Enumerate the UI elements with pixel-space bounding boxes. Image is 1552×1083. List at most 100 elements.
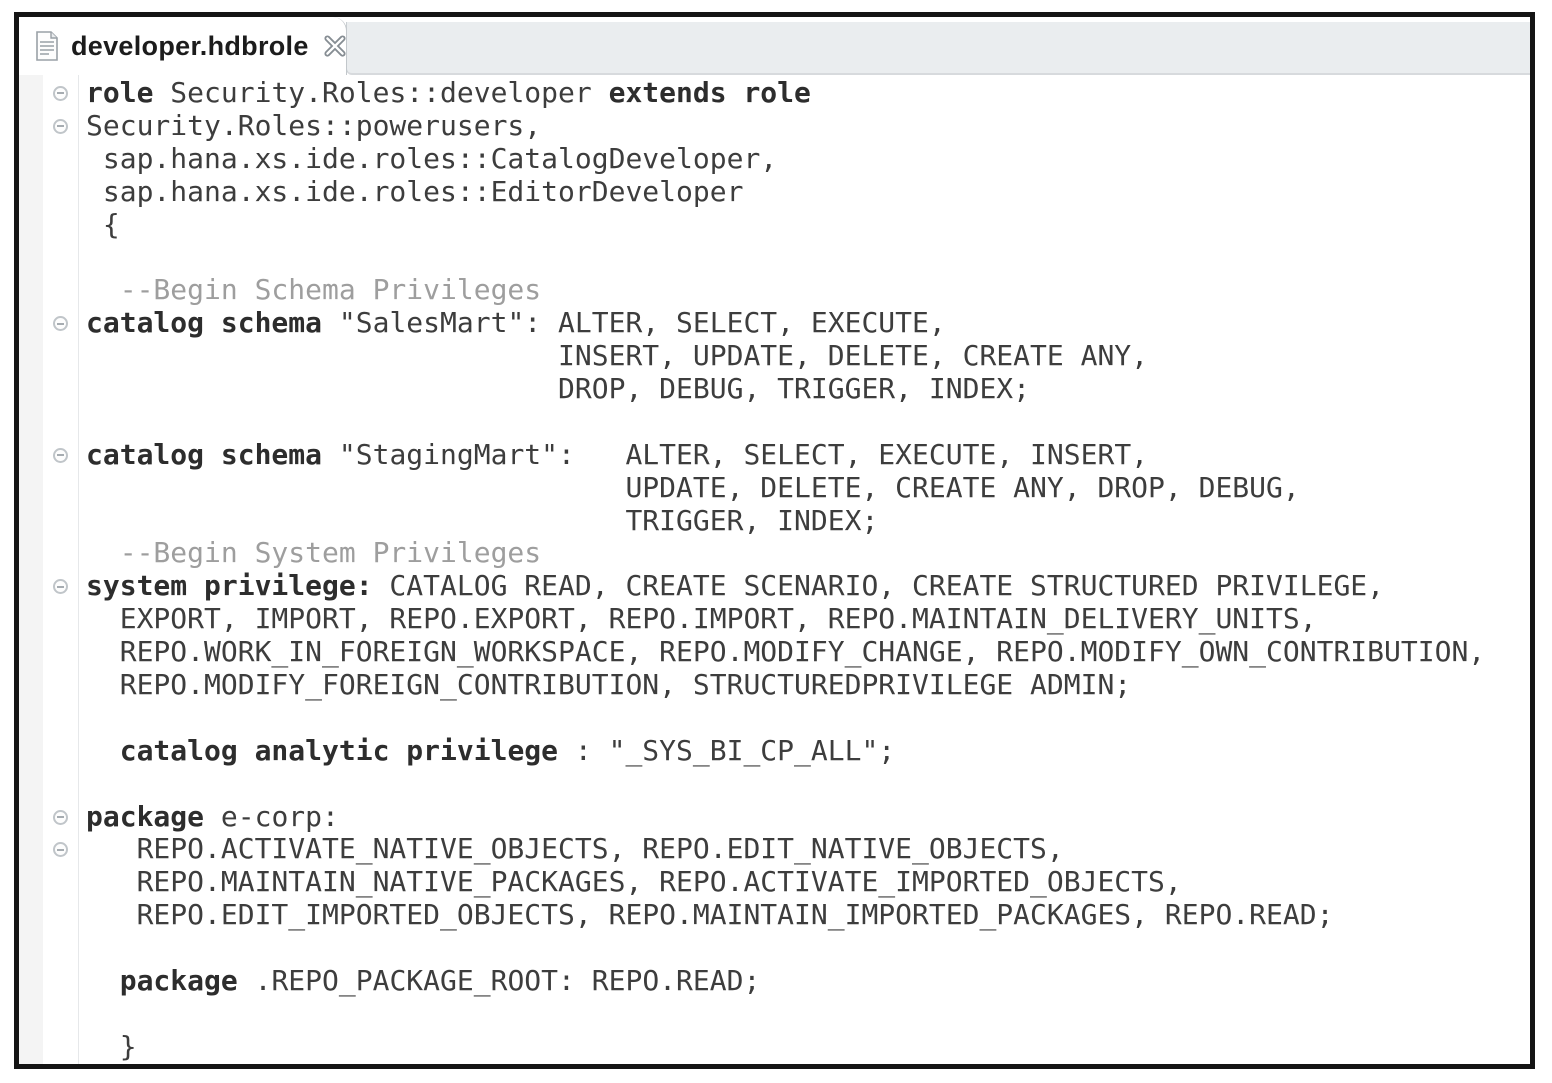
gutter-row (43, 505, 78, 538)
gutter-row (43, 965, 78, 998)
fold-collapse-icon[interactable] (53, 118, 68, 134)
tab-bar: developer.hdbrole (19, 17, 1530, 75)
keyword-token: catalog analytic privilege (119, 733, 559, 767)
code-line[interactable]: catalog schema "SalesMart": ALTER, SELEC… (86, 306, 1530, 340)
code-line[interactable] (86, 241, 1530, 274)
fold-collapse-icon[interactable] (53, 809, 68, 825)
fold-collapse-icon[interactable] (53, 85, 68, 101)
code-token: REPO.MODIFY_FOREIGN_CONTRIBUTION, STRUCT… (86, 668, 1132, 702)
code-line[interactable] (86, 406, 1530, 439)
code-token: sap.hana.xs.ide.roles::EditorDeveloper (86, 174, 744, 208)
gutter-row (43, 110, 78, 143)
code-token: e-corp: (204, 799, 339, 833)
code-line[interactable]: EXPORT, IMPORT, REPO.EXPORT, REPO.IMPORT… (86, 602, 1530, 636)
gutter-row (43, 1031, 78, 1064)
code-line[interactable] (86, 998, 1530, 1031)
gutter-row (43, 209, 78, 242)
code-line[interactable]: sap.hana.xs.ide.roles::CatalogDeveloper, (86, 142, 1530, 176)
gutter-row (43, 570, 78, 603)
code-line[interactable] (86, 932, 1530, 965)
code-line[interactable]: { (86, 207, 1530, 242)
code-line[interactable]: INSERT, UPDATE, DELETE, CREATE ANY, (86, 339, 1530, 373)
code-line[interactable]: } (86, 1029, 1530, 1064)
code-line[interactable]: --Begin Schema Privileges (86, 273, 1530, 307)
editor-window: developer.hdbrole role Security.Roles::d… (14, 12, 1535, 1069)
code-line[interactable]: REPO.MODIFY_FOREIGN_CONTRIBUTION, STRUCT… (86, 668, 1530, 702)
gutter-row (43, 77, 78, 110)
code-token: .REPO_PACKAGE_ROOT: REPO.READ; (237, 964, 761, 998)
code-line[interactable]: UPDATE, DELETE, CREATE ANY, DROP, DEBUG, (86, 470, 1530, 505)
keyword-token: extends role (608, 76, 811, 109)
code-token: DROP, DEBUG, TRIGGER, INDEX; (86, 372, 1031, 406)
code-token: CATALOG READ, CREATE SCENARIO, CREATE ST… (372, 569, 1385, 603)
gutter-row (43, 603, 78, 636)
code-line[interactable]: sap.hana.xs.ide.roles::EditorDeveloper (86, 174, 1530, 209)
code-editor[interactable]: role Security.Roles::developer extends r… (19, 75, 1530, 1064)
gutter-row (43, 439, 78, 472)
code-token: } (86, 1029, 137, 1063)
fold-collapse-icon[interactable] (53, 579, 68, 595)
gutter-row (43, 735, 78, 768)
code-token: REPO.MAINTAIN_NATIVE_PACKAGES, REPO.ACTI… (86, 865, 1182, 899)
gutter-row (43, 899, 78, 932)
gutter-row (43, 176, 78, 209)
code-line[interactable]: catalog schema "StagingMart": ALTER, SEL… (86, 437, 1530, 472)
code-token: "StagingMart": ALTER, SELECT, EXECUTE, I… (322, 437, 1149, 471)
code-area[interactable]: role Security.Roles::developer extends r… (80, 75, 1530, 1064)
code-line[interactable]: role Security.Roles::developer extends r… (86, 76, 1530, 110)
gutter-row (43, 998, 78, 1031)
fold-collapse-icon[interactable] (53, 842, 68, 858)
code-token: REPO.WORK_IN_FOREIGN_WORKSPACE, REPO.MOD… (86, 635, 1486, 669)
gutter-row (43, 241, 78, 274)
keyword-token: package (119, 964, 238, 998)
gutter-row (43, 537, 78, 570)
code-line[interactable]: REPO.ACTIVATE_NATIVE_OBJECTS, REPO.EDIT_… (86, 833, 1530, 866)
code-line[interactable] (86, 702, 1530, 735)
gutter-row (43, 833, 78, 866)
keyword-token: role (86, 76, 154, 109)
comment-token: --Begin Schema Privileges (86, 273, 542, 307)
code-line[interactable]: REPO.EDIT_IMPORTED_OBJECTS, REPO.MAINTAI… (86, 898, 1530, 932)
code-line[interactable]: DROP, DEBUG, TRIGGER, INDEX; (86, 372, 1530, 406)
folding-gutter (43, 75, 79, 1064)
gutter-row (43, 932, 78, 965)
gutter-row (43, 636, 78, 669)
code-line[interactable]: Security.Roles::powerusers, (86, 109, 1530, 143)
gutter-row (43, 669, 78, 702)
code-token: UPDATE, DELETE, CREATE ANY, DROP, DEBUG, (86, 470, 1300, 504)
code-line[interactable]: --Begin System Privileges (86, 537, 1530, 570)
code-line[interactable]: system privilege: CATALOG READ, CREATE S… (86, 569, 1530, 603)
fold-collapse-icon[interactable] (53, 447, 68, 463)
code-token: Security.Roles::developer (153, 76, 609, 109)
code-token: { (86, 207, 120, 241)
code-token: REPO.ACTIVATE_NATIVE_OBJECTS, REPO.EDIT_… (86, 832, 1064, 866)
code-line[interactable] (86, 768, 1530, 801)
code-token: EXPORT, IMPORT, REPO.EXPORT, REPO.IMPORT… (86, 602, 1317, 636)
gutter-row (43, 768, 78, 801)
file-icon (35, 31, 59, 61)
code-token: "SalesMart": ALTER, SELECT, EXECUTE, (322, 306, 946, 340)
code-line[interactable]: REPO.WORK_IN_FOREIGN_WORKSPACE, REPO.MOD… (86, 635, 1530, 669)
gutter-row (43, 274, 78, 307)
tab-developer-hdbrole[interactable]: developer.hdbrole (19, 17, 347, 75)
keyword-token: package (86, 799, 205, 833)
tab-strip-background (346, 22, 1530, 75)
gutter-row (43, 143, 78, 176)
comment-token: --Begin System Privileges (86, 536, 542, 570)
close-icon[interactable] (321, 32, 349, 60)
keyword-token: catalog schema (86, 306, 323, 340)
code-line[interactable]: package .REPO_PACKAGE_ROOT: REPO.READ; (86, 964, 1530, 998)
fold-collapse-icon[interactable] (53, 316, 68, 332)
code-line[interactable]: package e-corp: (86, 799, 1530, 834)
gutter-row (43, 406, 78, 439)
code-line[interactable]: TRIGGER, INDEX; (86, 504, 1530, 538)
keyword-token: system privilege: (86, 569, 373, 603)
code-token: INSERT, UPDATE, DELETE, CREATE ANY, (86, 339, 1149, 373)
code-token: REPO.EDIT_IMPORTED_OBJECTS, REPO.MAINTAI… (86, 898, 1334, 932)
annotation-ruler (19, 75, 43, 1064)
code-line[interactable]: catalog analytic privilege : "_SYS_BI_CP… (86, 733, 1530, 768)
gutter-row (43, 307, 78, 340)
tab-title: developer.hdbrole (71, 30, 309, 61)
gutter-row (43, 866, 78, 899)
code-line[interactable]: REPO.MAINTAIN_NATIVE_PACKAGES, REPO.ACTI… (86, 865, 1530, 899)
